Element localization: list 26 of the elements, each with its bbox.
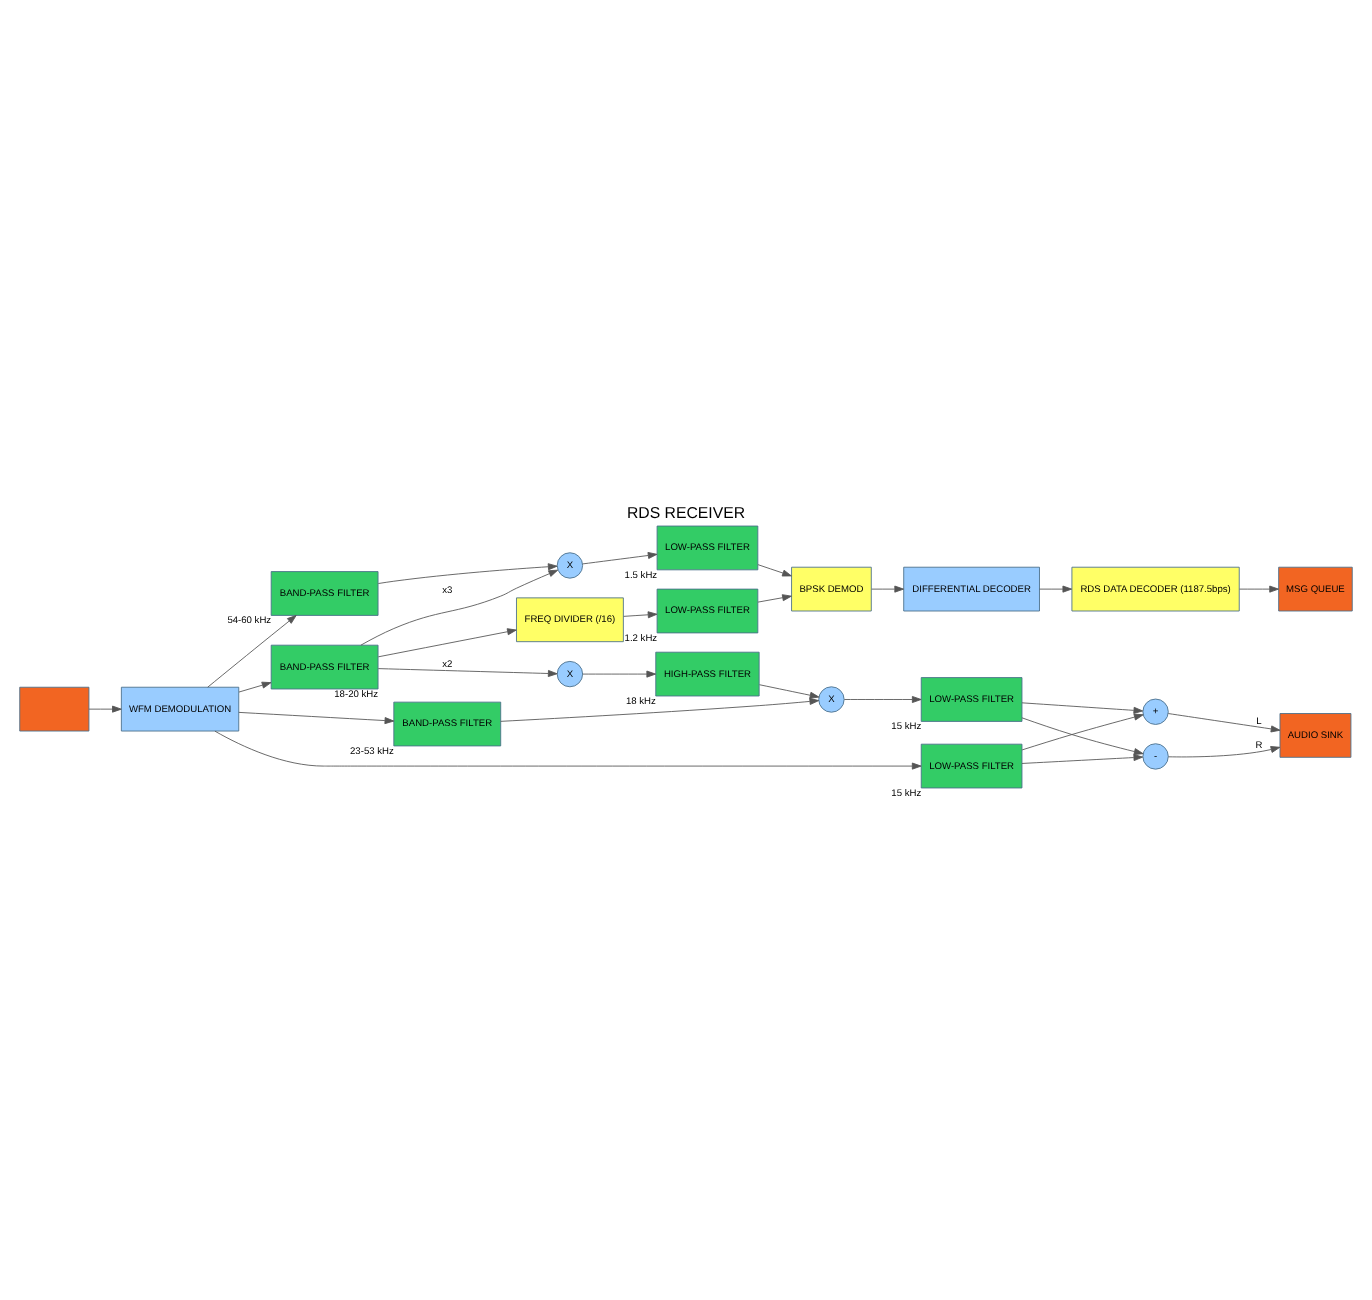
arrow: [377, 668, 558, 677]
arrow: [1039, 585, 1073, 593]
arrow: [88, 705, 122, 713]
arrow: [582, 670, 657, 678]
arrow: [1021, 754, 1144, 764]
arrow: [871, 585, 904, 593]
arrow: [757, 594, 792, 603]
diagram-title: RDS RECEIVER: [626, 503, 746, 522]
arrow: [377, 563, 558, 584]
arrow: [623, 611, 658, 619]
arrow: [1167, 746, 1281, 758]
arrow: [843, 696, 922, 703]
arrow: [377, 628, 517, 658]
arrow: [214, 730, 922, 770]
arrow: [360, 569, 559, 646]
node-box: [19, 686, 90, 732]
arrow: [1167, 713, 1281, 733]
arrow: [207, 615, 297, 688]
arrow: [1021, 702, 1144, 714]
arrow: [582, 551, 658, 565]
arrow: [757, 564, 792, 577]
arrow: [238, 681, 272, 693]
arrow: [238, 711, 395, 725]
arrow: [500, 697, 820, 722]
arrow: [759, 684, 820, 699]
arrow: [1239, 585, 1279, 593]
